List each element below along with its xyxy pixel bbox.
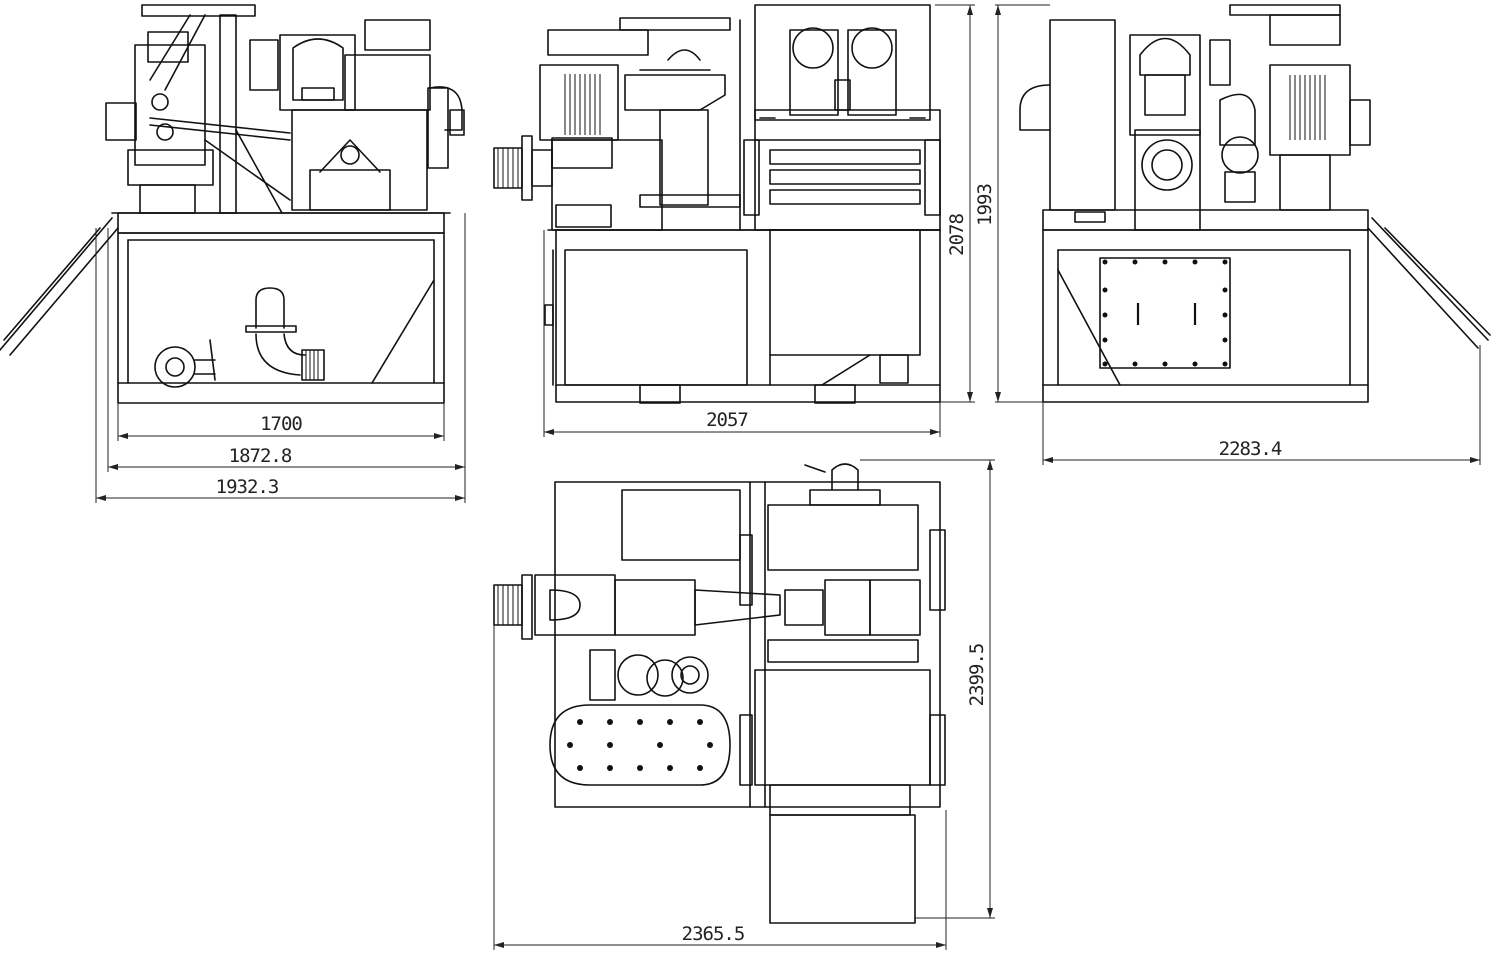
dim-2399-5: 2399.5	[966, 644, 988, 707]
dim-1993: 1993	[974, 184, 996, 226]
inspection-bolts	[1102, 259, 1228, 367]
tank-bolts	[567, 719, 713, 771]
dim-2365-5: 2365.5	[682, 923, 745, 945]
right-dimensions: 2283.4 1993	[974, 4, 1481, 465]
top-dimensions: 2365.5 2399.5	[493, 459, 995, 950]
left-side-view	[0, 4, 465, 404]
dim-1932-3: 1932.3	[216, 476, 279, 498]
right-side-view	[1019, 4, 1491, 403]
front-view	[493, 4, 941, 404]
dim-2283-4: 2283.4	[1219, 438, 1282, 460]
motor-fins-right	[1289, 75, 1326, 140]
dim-2078: 2078	[946, 214, 968, 256]
dim-1700: 1700	[260, 413, 302, 435]
dim-1872-8: 1872.8	[229, 445, 292, 467]
motor-fins	[564, 74, 601, 135]
front-dimensions: 2057 2078	[543, 4, 975, 437]
left-dimensions: 1700 1872.8 1932.3	[95, 213, 466, 503]
top-view	[493, 463, 946, 924]
dim-2057: 2057	[706, 409, 748, 431]
